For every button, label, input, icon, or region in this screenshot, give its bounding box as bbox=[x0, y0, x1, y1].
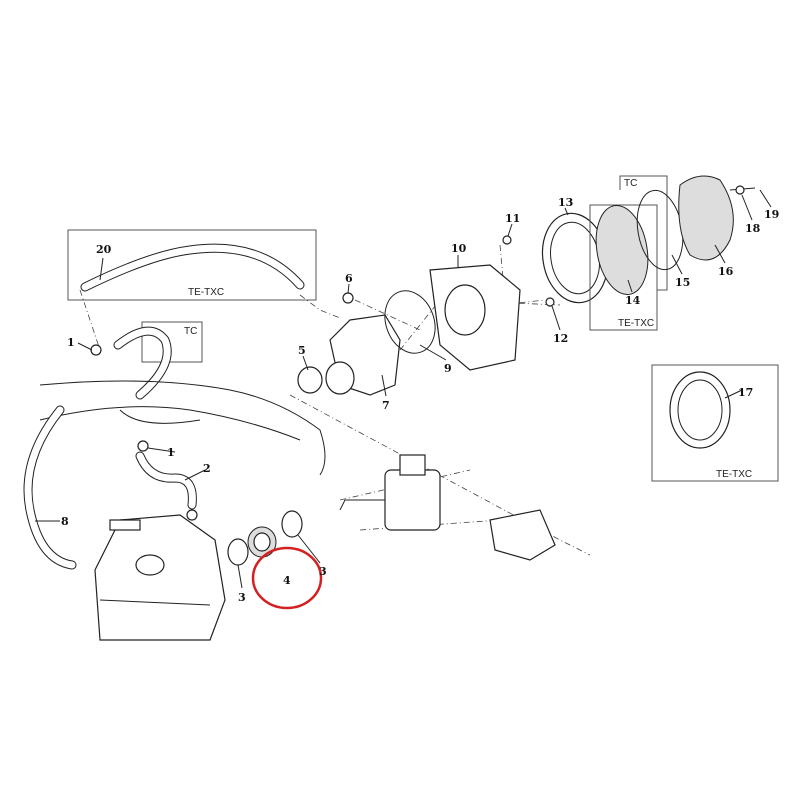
variant-box-te-txc bbox=[67, 229, 317, 301]
variant-box-te-txc bbox=[651, 364, 779, 482]
engine-head bbox=[94, 514, 226, 641]
variant-label: TE-TXC bbox=[188, 287, 224, 298]
variant-label: TC bbox=[184, 326, 197, 337]
callout-11: 11 bbox=[505, 212, 520, 225]
callout-15: 15 bbox=[675, 276, 690, 289]
callout-6: 6 bbox=[345, 272, 353, 285]
callout-1: 1 bbox=[167, 446, 175, 459]
callout-18: 18 bbox=[745, 222, 761, 235]
callout-8: 8 bbox=[61, 515, 69, 528]
callout-20: 20 bbox=[96, 243, 112, 256]
intake-boot-and-clamps bbox=[227, 510, 323, 610]
airbox-parts: TE-TXC TC TE-TXC bbox=[297, 175, 779, 482]
callouts: 20 1 1 2 8 3 4 3 5 6 7 9 10 11 12 13 14 … bbox=[61, 196, 779, 604]
variant-label: TC bbox=[624, 178, 637, 189]
callout-19: 19 bbox=[764, 208, 779, 221]
callout-2: 2 bbox=[203, 462, 211, 475]
variant-label: TE-TXC bbox=[618, 318, 654, 329]
callout-12: 12 bbox=[553, 332, 568, 345]
callout-7: 7 bbox=[382, 399, 390, 412]
callout-17: 17 bbox=[738, 386, 753, 399]
leader-lines bbox=[35, 189, 772, 589]
highlight-circle-part-4 bbox=[251, 546, 323, 610]
callout-13: 13 bbox=[558, 196, 573, 209]
carburetor bbox=[339, 454, 556, 561]
callout-5: 5 bbox=[298, 344, 306, 357]
callout-3: 3 bbox=[238, 591, 246, 604]
callout-10: 10 bbox=[451, 242, 467, 255]
frame-and-breather-hose: TC bbox=[23, 321, 326, 570]
callout-9: 9 bbox=[444, 362, 452, 375]
callout-1: 1 bbox=[67, 336, 75, 349]
callout-16: 16 bbox=[718, 265, 734, 278]
variant-label: TE-TXC bbox=[716, 469, 752, 480]
callout-3: 3 bbox=[319, 565, 327, 578]
callout-4: 4 bbox=[283, 574, 291, 587]
part-20-hose-group: TE-TXC bbox=[67, 229, 317, 301]
callout-14: 14 bbox=[625, 294, 641, 307]
